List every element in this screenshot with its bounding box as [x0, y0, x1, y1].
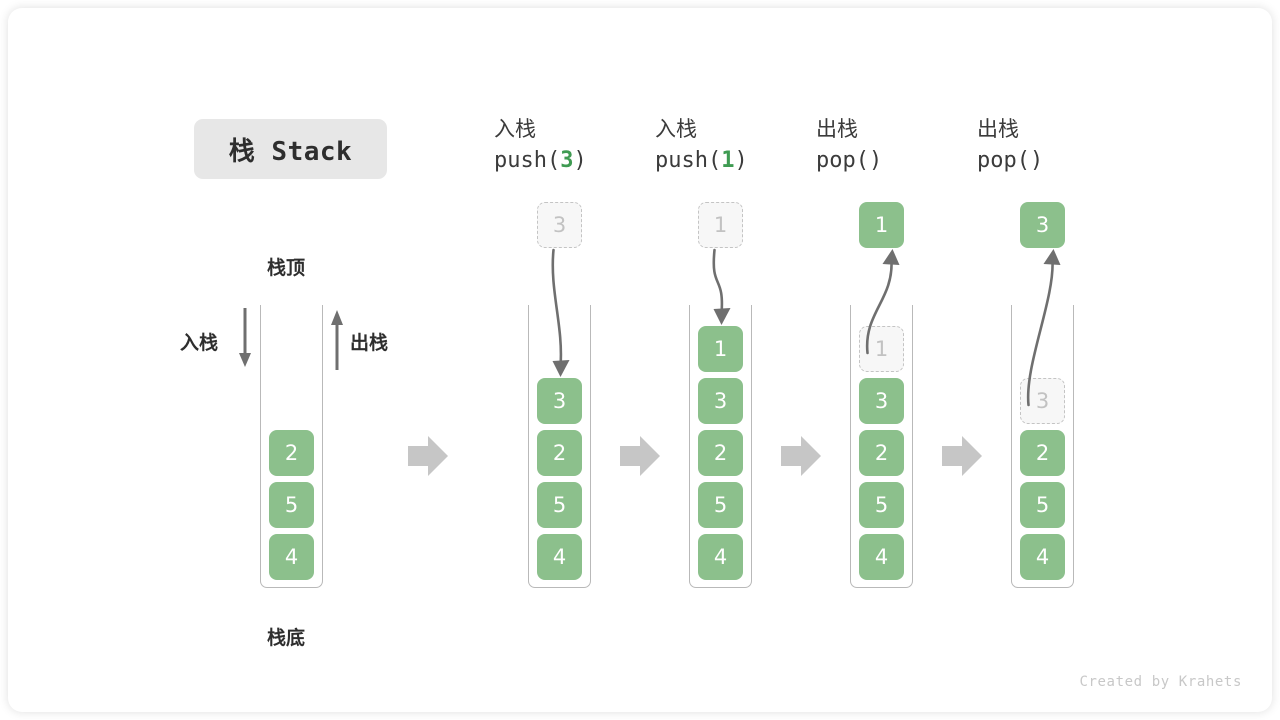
stack-cell: 2 [698, 430, 743, 476]
stack-cell: 3 [698, 378, 743, 424]
step-arrow-3 [781, 436, 821, 476]
stack-cell: 3 [537, 378, 582, 424]
incoming-element: 3 [537, 202, 582, 248]
stack-cell: 2 [859, 430, 904, 476]
column-header-argument: 3 [560, 147, 574, 173]
stack-cell: 2 [1020, 430, 1065, 476]
stack-cell: 5 [859, 482, 904, 528]
label-stack-top: 栈顶 [267, 257, 306, 279]
label-pop-side: 出栈 [350, 332, 389, 354]
stack-cell: 4 [537, 534, 582, 580]
stack-cell: 4 [859, 534, 904, 580]
column-header-operation: 入栈 [655, 117, 697, 141]
stack-cell: 3 [1020, 378, 1065, 424]
column-header-code: push(1) [655, 147, 748, 173]
column-header-pop-3: 出栈 pop() [977, 115, 1157, 176]
title-badge: 栈 Stack [194, 119, 387, 179]
step-arrow-2 [620, 436, 660, 476]
column-header-code: pop() [977, 147, 1044, 173]
stack-cell: 5 [698, 482, 743, 528]
stack-cell: 5 [537, 482, 582, 528]
label-stack-bottom: 栈底 [267, 627, 306, 649]
step-arrow-4 [942, 436, 982, 476]
stack-cell: 2 [269, 430, 314, 476]
column-header-push-1: 入栈 push(1) [655, 115, 835, 176]
pop-arrow [1026, 249, 1061, 407]
column-header-code: pop() [816, 147, 883, 173]
stack-cell: 4 [1020, 534, 1065, 580]
step-arrow-1 [408, 436, 448, 476]
footer-credit: Created by Krahets [1079, 674, 1242, 690]
stack-cell: 1 [698, 326, 743, 372]
column-header-operation: 入栈 [494, 117, 536, 141]
label-push-side: 入栈 [180, 332, 219, 354]
pop-arrow [865, 249, 900, 355]
column-header-operation: 出栈 [816, 117, 858, 141]
push-arrow [551, 248, 570, 377]
pop-direction-arrow [331, 310, 343, 370]
title-text: 栈 Stack [228, 136, 353, 167]
stack-cell: 1 [859, 326, 904, 372]
column-header-argument: 1 [721, 147, 735, 173]
popped-element: 1 [859, 202, 904, 248]
push-direction-arrow [239, 308, 251, 367]
stack-cell: 3 [859, 378, 904, 424]
push-arrow [712, 248, 731, 325]
stack-cell: 4 [698, 534, 743, 580]
stack-cell: 5 [269, 482, 314, 528]
incoming-element: 1 [698, 202, 743, 248]
column-header-code: push(3) [494, 147, 587, 173]
column-header-pop-1: 出栈 pop() [816, 115, 996, 176]
column-header-operation: 出栈 [977, 117, 1019, 141]
column-header-push-3: 入栈 push(3) [494, 115, 674, 176]
popped-element: 3 [1020, 202, 1065, 248]
stack-cell: 2 [537, 430, 582, 476]
stack-cell: 4 [269, 534, 314, 580]
stack-cell: 5 [1020, 482, 1065, 528]
